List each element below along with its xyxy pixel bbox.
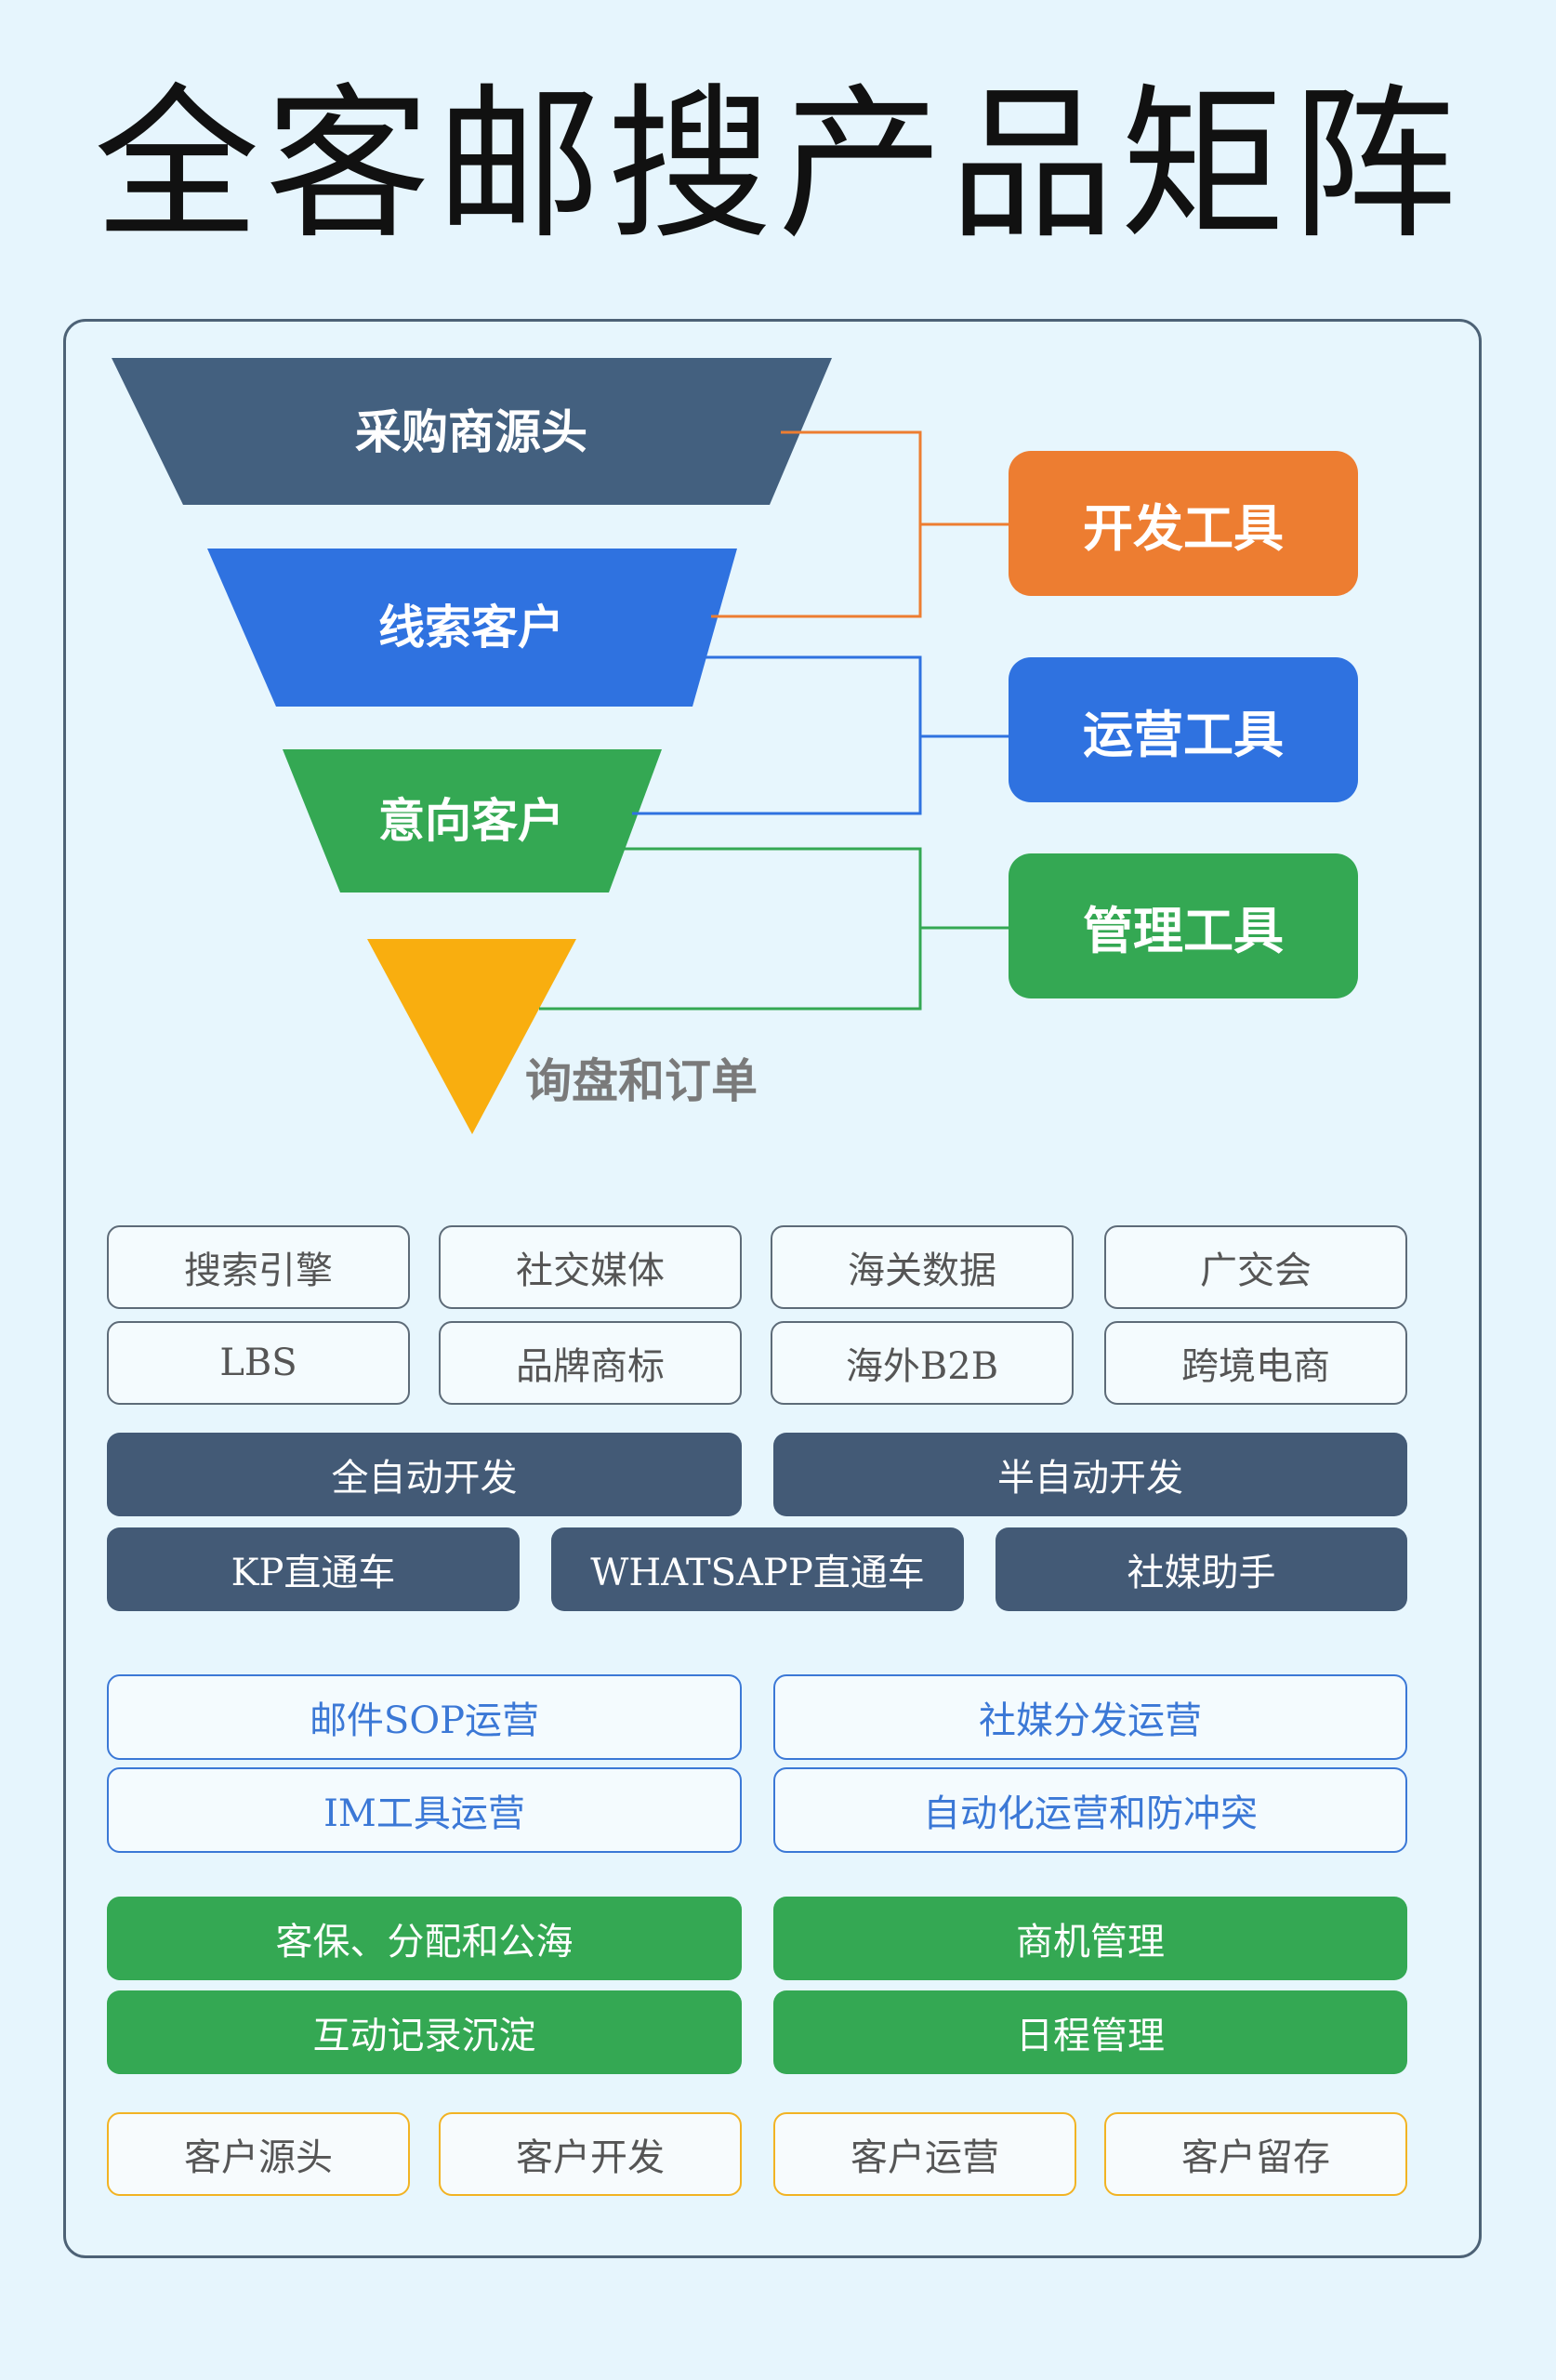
ops-feature: IM工具运营 xyxy=(107,1767,742,1853)
source-item: 跨境电商 xyxy=(1104,1321,1407,1405)
ops-feature: 社媒分发运营 xyxy=(773,1674,1407,1760)
source-item: 社交媒体 xyxy=(439,1225,742,1309)
dev-tool-box: 开发工具 xyxy=(1009,451,1358,596)
mgmt-feature: 商机管理 xyxy=(773,1897,1407,1980)
funnel-bottom-label: 询盘和订单 xyxy=(525,1053,758,1108)
source-item: 广交会 xyxy=(1104,1225,1407,1309)
source-item: 搜索引擎 xyxy=(107,1225,410,1309)
funnel-level-3 xyxy=(283,749,662,892)
stage-item: 客户运营 xyxy=(773,2112,1076,2196)
stage-item: 客户留存 xyxy=(1104,2112,1407,2196)
dev-tool-connector xyxy=(711,430,1009,618)
page-title: 全客邮搜产品矩阵 xyxy=(94,69,1462,261)
dev-feature: KP直通车 xyxy=(107,1527,520,1611)
dev-feature: 全自动开发 xyxy=(107,1433,742,1516)
stage-item: 客户源头 xyxy=(107,2112,410,2196)
source-item: 海关数据 xyxy=(771,1225,1074,1309)
ops-tool-box: 运营工具 xyxy=(1009,657,1358,802)
funnel-level-2-label: 线索客户 xyxy=(378,600,564,654)
funnel-level-1-label: 采购商源头 xyxy=(355,404,587,459)
mgmt-tool-box: 管理工具 xyxy=(1009,853,1358,998)
stage-item: 客户开发 xyxy=(439,2112,742,2196)
dev-feature: 社媒助手 xyxy=(996,1527,1407,1611)
funnel-diagram: 采购商源头 线索客户 意向客户 询盘和订单 xyxy=(112,358,1009,1134)
source-item: 海外B2B xyxy=(771,1321,1074,1405)
mgmt-feature: 客保、分配和公海 xyxy=(107,1897,742,1980)
mgmt-tool-connector xyxy=(539,847,1009,1011)
ops-feature: 自动化运营和防冲突 xyxy=(773,1767,1407,1853)
funnel-level-2 xyxy=(207,549,737,707)
source-item: 品牌商标 xyxy=(439,1321,742,1405)
funnel-level-4 xyxy=(367,939,576,1134)
mgmt-feature: 日程管理 xyxy=(773,1990,1407,2074)
mgmt-feature: 互动记录沉淀 xyxy=(107,1990,742,2074)
dev-feature: WHATSAPP直通车 xyxy=(551,1527,964,1611)
source-item: LBS xyxy=(107,1321,410,1405)
funnel-level-1 xyxy=(112,358,832,505)
dev-feature: 半自动开发 xyxy=(773,1433,1407,1516)
ops-feature: 邮件SOP运营 xyxy=(107,1674,742,1760)
funnel-level-3-label: 意向客户 xyxy=(378,793,564,848)
ops-tool-connector xyxy=(632,655,1009,815)
